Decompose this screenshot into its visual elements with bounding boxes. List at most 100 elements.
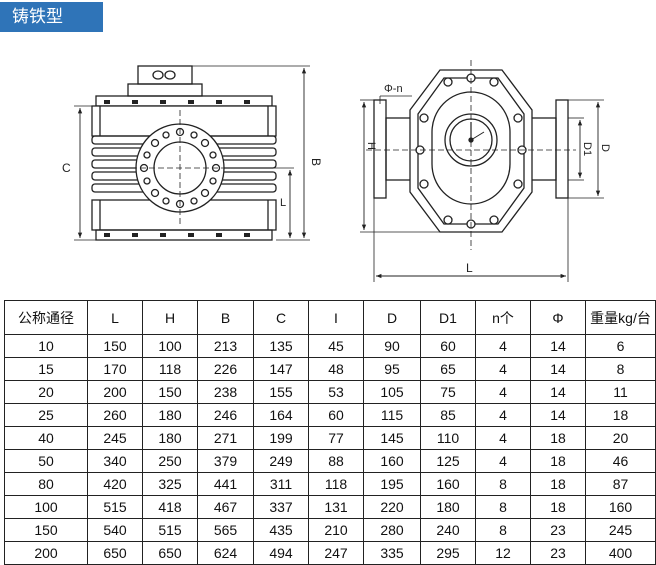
table-cell: 420: [87, 472, 143, 496]
front-dim-d1-label: D1: [581, 142, 593, 156]
table-cell: 14: [530, 334, 586, 358]
front-dim-h-label: H: [365, 142, 377, 150]
front-view-drawing: [360, 60, 604, 282]
column-header: C: [253, 300, 309, 335]
table-cell: 435: [253, 518, 309, 542]
table-cell: 220: [363, 495, 421, 519]
table-cell: 160: [585, 495, 656, 519]
side-dim-c-label: C: [62, 161, 71, 175]
table-cell: 418: [142, 495, 198, 519]
table-cell: 50: [4, 449, 88, 473]
table-cell: 20: [585, 426, 656, 450]
table-cell: 170: [87, 357, 143, 381]
side-dim-l-label: L: [280, 197, 286, 209]
table-cell: 494: [253, 541, 309, 565]
side-view-drawing: [74, 65, 310, 241]
table-cell: 379: [197, 449, 254, 473]
table-cell: 15: [4, 357, 88, 381]
table-cell: 240: [420, 518, 476, 542]
table-cell: 150: [87, 334, 143, 358]
table-cell: 18: [585, 403, 656, 427]
table-cell: 80: [4, 472, 88, 496]
column-header: 重量kg/台: [585, 300, 656, 335]
table-cell: 325: [142, 472, 198, 496]
table-cell: 335: [363, 541, 421, 565]
technical-drawings: C B L: [62, 60, 611, 282]
table-cell: 311: [253, 472, 309, 496]
column-header: 公称通径: [4, 300, 88, 335]
front-dim-phi-n-label: Φ-n: [384, 83, 403, 95]
table-cell: 87: [585, 472, 656, 496]
table-cell: 164: [253, 403, 309, 427]
table-cell: 25: [4, 403, 88, 427]
table-cell: 4: [475, 403, 531, 427]
table-cell: 95: [363, 357, 421, 381]
table-cell: 11: [585, 380, 656, 404]
table-cell: 245: [585, 518, 656, 542]
table-cell: 8: [475, 518, 531, 542]
table-cell: 65: [420, 357, 476, 381]
table-cell: 150: [142, 380, 198, 404]
table-cell: 145: [363, 426, 421, 450]
table-cell: 246: [197, 403, 254, 427]
table-cell: 226: [197, 357, 254, 381]
table-cell: 249: [253, 449, 309, 473]
table-cell: 45: [308, 334, 364, 358]
table-cell: 650: [87, 541, 143, 565]
table-cell: 4: [475, 426, 531, 450]
front-dim-d-label: D: [599, 144, 611, 152]
table-cell: 40: [4, 426, 88, 450]
table-cell: 135: [253, 334, 309, 358]
section-title: 铸铁型: [0, 2, 103, 32]
table-cell: 245: [87, 426, 143, 450]
table-cell: 337: [253, 495, 309, 519]
table-cell: 238: [197, 380, 254, 404]
table-cell: 8: [475, 495, 531, 519]
table-cell: 295: [420, 541, 476, 565]
column-header: D1: [420, 300, 476, 335]
table-cell: 441: [197, 472, 254, 496]
table-cell: 18: [530, 426, 586, 450]
table-cell: 23: [530, 518, 586, 542]
table-cell: 213: [197, 334, 254, 358]
table-cell: 105: [363, 380, 421, 404]
column-header: L: [87, 300, 143, 335]
table-cell: 77: [308, 426, 364, 450]
table-cell: 18: [530, 495, 586, 519]
front-dim-l-label: L: [466, 261, 473, 275]
table-cell: 624: [197, 541, 254, 565]
column-header: I: [308, 300, 364, 335]
table-cell: 8: [475, 472, 531, 496]
side-dim-b-label: B: [309, 158, 323, 166]
table-cell: 4: [475, 357, 531, 381]
table-cell: 8: [585, 357, 656, 381]
table-cell: 115: [363, 403, 421, 427]
table-cell: 195: [363, 472, 421, 496]
table-cell: 118: [308, 472, 364, 496]
table-cell: 6: [585, 334, 656, 358]
table-cell: 150: [4, 518, 88, 542]
table-cell: 110: [420, 426, 476, 450]
column-header: n个: [475, 300, 531, 335]
table-cell: 340: [87, 449, 143, 473]
table-cell: 60: [308, 403, 364, 427]
table-cell: 155: [253, 380, 309, 404]
table-cell: 147: [253, 357, 309, 381]
table-cell: 14: [530, 380, 586, 404]
column-header: Φ: [530, 300, 586, 335]
table-cell: 260: [87, 403, 143, 427]
table-cell: 48: [308, 357, 364, 381]
table-cell: 118: [142, 357, 198, 381]
table-cell: 125: [420, 449, 476, 473]
